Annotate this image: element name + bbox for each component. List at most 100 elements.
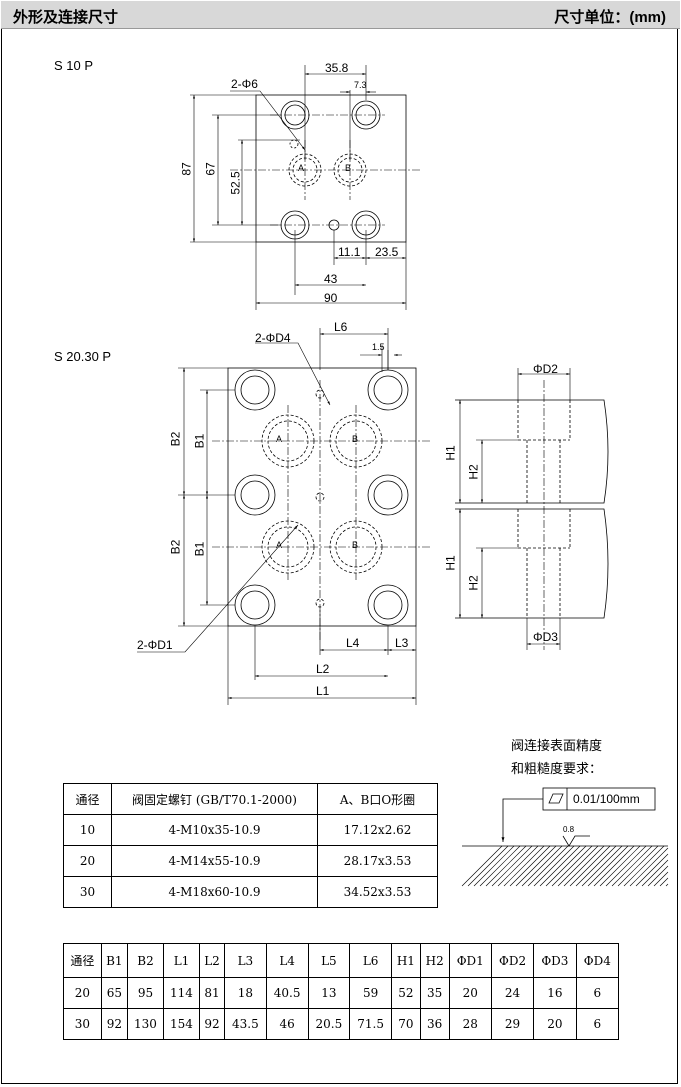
dim-b2-upper: B2 [168, 431, 183, 447]
dim-7-3: 7.3 [354, 80, 367, 90]
t2-cell: 71.5 [349, 1008, 393, 1040]
t2-cell: 46 [265, 1008, 309, 1040]
unit-label: 尺寸单位：(mm) [554, 9, 666, 26]
hatch-line [623, 845, 665, 887]
t2-cell: 16 [533, 977, 577, 1009]
hatch-line [569, 845, 611, 887]
t2-cell: 36 [419, 1008, 450, 1040]
dim-b2-lower: B2 [168, 539, 183, 555]
t2-cell: 95 [126, 977, 164, 1009]
surface-note-line1: 阀连接表面精度 [511, 739, 603, 754]
hatch-line [503, 845, 545, 887]
t2-cell: 130 [126, 1008, 164, 1040]
dim-phid3: ΦD3 [533, 630, 558, 644]
hatch-line [491, 845, 533, 887]
t2-header-cell: L4 [265, 943, 309, 978]
t1-cell: 4-M10x35-10.9 [111, 814, 318, 846]
t2-header-cell: ΦD2 [490, 943, 535, 978]
hatch-line [635, 853, 669, 887]
hatch-line [641, 859, 669, 887]
dim-h1-lower: H1 [443, 555, 458, 571]
t2-cell: 20 [533, 1008, 577, 1040]
t2-cell: 20 [63, 977, 102, 1009]
hatch-line [461, 845, 503, 887]
s10p-port-b: B [345, 163, 352, 173]
hatch-line [557, 845, 599, 887]
t2-cell: 28 [448, 1008, 492, 1040]
t2-cell: 18 [224, 977, 267, 1009]
t2-cell: 65 [100, 977, 128, 1009]
s2030p-bolt-holes [234, 369, 409, 626]
dim-b1-upper: B1 [192, 433, 207, 449]
screw-oring-table: 通径 阀固定螺钉 (GB/T70.1-2000) A、B口O形圈 10 4-M1… [63, 783, 438, 908]
s10p-centerlines [230, 114, 420, 226]
s10p-plate [255, 94, 407, 243]
dim-phid2: ΦD2 [533, 362, 558, 376]
t2-header-cell: L2 [198, 943, 226, 978]
s2030p-title: S 20.30 P [54, 349, 112, 364]
flatness-value: 0.01/100mm [573, 792, 640, 806]
hatch-line [647, 865, 669, 887]
t1-header-oring: A、B口O形圈 [317, 783, 438, 815]
hatch-line [497, 845, 539, 887]
t2-header-cell: L5 [307, 943, 351, 978]
t1-cell: 4-M14x55-10.9 [111, 845, 318, 877]
hatch-line [575, 845, 617, 887]
t2-cell: 30 [63, 1008, 102, 1040]
hatch-line [533, 845, 575, 887]
t1-cell: 34.52x3.53 [317, 876, 438, 908]
hatch-line [521, 845, 563, 887]
t1-cell: 4-M18x60-10.9 [111, 876, 318, 908]
hatch-line [563, 845, 605, 887]
dim-2-phi6: 2-Φ6 [231, 77, 258, 91]
t2-cell: 6 [575, 977, 620, 1009]
t2-cell: 6 [575, 1008, 620, 1040]
t2-header-cell: ΦD4 [575, 943, 620, 978]
t1-cell: 28.17x3.53 [317, 845, 438, 877]
dim-35-8: 35.8 [325, 61, 349, 75]
t1-cell: 10 [63, 814, 112, 846]
hatch-line [545, 845, 587, 887]
hatch-line [485, 845, 527, 887]
dim-2-phid1: 2-ΦD1 [137, 638, 173, 652]
t2-cell: 20.5 [307, 1008, 351, 1040]
t2-header-cell: ΦD3 [533, 943, 577, 978]
s2030p-dimensions [137, 328, 417, 705]
s2030p-centerlines [212, 380, 432, 640]
s2030p-port-b-lower: B [352, 540, 359, 550]
s2030p-plate [227, 367, 417, 627]
hatch-line [527, 845, 569, 887]
s2030p-port-b-upper: B [352, 434, 359, 444]
t1-cell: 20 [63, 845, 112, 877]
dim-43: 43 [324, 272, 338, 286]
t2-cell: 92 [100, 1008, 128, 1040]
surface-hatch [461, 845, 669, 887]
t2-header-cell: L6 [349, 943, 393, 978]
t1-header-diameter: 通径 [63, 783, 112, 815]
t2-cell: 40.5 [265, 977, 309, 1009]
t1-cell: 30 [63, 876, 112, 908]
dim-b1-lower: B1 [192, 541, 207, 557]
dim-52-5: 52.5 [228, 171, 243, 195]
t2-cell: 70 [391, 1008, 421, 1040]
hatch-line [653, 871, 669, 887]
dim-90: 90 [324, 291, 338, 305]
s2030p-port-a-lower: A [276, 540, 283, 550]
hatch-line [587, 845, 629, 887]
hatch-line [467, 845, 509, 887]
dim-h2-upper: H2 [466, 464, 481, 480]
dim-l6: L6 [334, 320, 348, 334]
t2-header-cell: 通径 [63, 943, 102, 978]
hatch-line [659, 877, 669, 887]
hatch-line [605, 845, 647, 887]
hatch-line [509, 845, 551, 887]
t2-header-cell: L3 [224, 943, 267, 978]
hatch-line [593, 845, 635, 887]
hatch-line [665, 883, 669, 887]
t2-header-cell: ΦD1 [448, 943, 492, 978]
dim-l2: L2 [316, 662, 330, 676]
s10p-title: S 10 P [54, 58, 94, 73]
t2-cell: 92 [198, 1008, 226, 1040]
